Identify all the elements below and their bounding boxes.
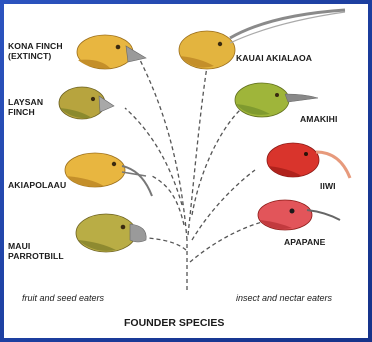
apapane-bird — [258, 200, 340, 230]
branch-laysan — [125, 108, 182, 205]
label-akiapolaau-line1: AKIAPOLAAU — [8, 180, 66, 190]
label-laysan-finch-line2: FINCH — [8, 107, 43, 117]
amakihi-bird — [235, 83, 318, 117]
laysan-finch-bird — [59, 87, 114, 119]
label-akiapolaau: AKIAPOLAAU — [8, 180, 66, 190]
label-maui-parrotbill-line1: MAUI — [8, 241, 64, 251]
label-amakihi: AMAKIHI — [300, 114, 337, 124]
label-kona-finch-line1: KONA FINCH — [8, 41, 63, 51]
branch-akiapolaau — [150, 175, 184, 225]
branch-amakihi — [192, 110, 240, 215]
branch-akialaoa — [188, 60, 208, 235]
founder-species-label: FOUNDER SPECIES — [124, 317, 224, 329]
branch-kona — [140, 60, 187, 240]
branch-apapane — [190, 222, 262, 262]
akiapolaau-bird — [65, 153, 152, 196]
label-laysan-finch: LAYSAN FINCH — [8, 97, 43, 117]
branch-iiwi — [192, 170, 255, 240]
iiwi-bird — [267, 143, 350, 178]
group-label-insect-nectar: insect and nectar eaters — [236, 293, 332, 303]
kona-finch-bird — [77, 35, 146, 69]
label-kona-finch-line2: (EXTINCT) — [8, 51, 63, 61]
branch-parrotbill — [148, 238, 186, 250]
label-kauai-akialaoa: KAUAI AKIALAOA — [236, 53, 312, 63]
maui-parrotbill-bird — [76, 214, 146, 252]
group-label-fruit-seed: fruit and seed eaters — [22, 293, 104, 303]
label-maui-parrotbill-line2: PARROTBILL — [8, 251, 64, 261]
label-kona-finch: KONA FINCH (EXTINCT) — [8, 41, 63, 61]
label-maui-parrotbill: MAUI PARROTBILL — [8, 241, 64, 261]
label-laysan-finch-line1: LAYSAN — [8, 97, 43, 107]
label-apapane: APAPANE — [284, 237, 325, 247]
label-iiwi: IIWI — [320, 181, 336, 191]
